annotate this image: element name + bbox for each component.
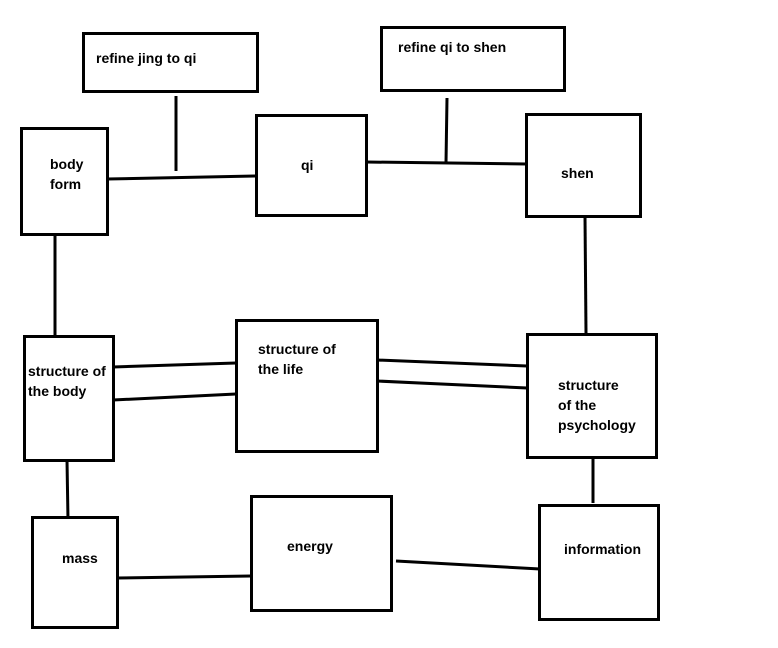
line-life-psych-upper: [376, 358, 528, 368]
line-structurebody-life-upper: [112, 361, 237, 369]
label-structure-of-the-life: structure of the life: [258, 341, 336, 377]
node-refine-qi-to-shen: [380, 26, 566, 92]
node-energy: [250, 495, 393, 612]
line-bodyform-qi: [106, 174, 257, 181]
node-structure-of-the-psychology: [526, 333, 658, 459]
line-shen-structurepsych: [583, 215, 588, 334]
node-body-form: [20, 127, 109, 236]
line-energy-information: [395, 559, 541, 571]
label-energy: energy: [287, 538, 333, 554]
label-refine-qi-to-shen: refine qi to shen: [398, 39, 507, 55]
line-structurebody-mass: [65, 459, 70, 521]
node-qi: [255, 114, 368, 217]
label-body-form: body form: [50, 156, 84, 192]
node-information: [538, 504, 660, 621]
label-structure-of-the-psychology: structure of the psychology: [558, 377, 636, 433]
node-refine-jing-to-qi: [82, 32, 259, 93]
label-refine-jing-to-qi: refine jing to qi: [96, 50, 197, 66]
node-shen: [525, 113, 642, 218]
node-structure-of-the-body: [23, 335, 115, 462]
line-life-psych-lower: [376, 379, 528, 390]
label-mass: mass: [62, 550, 98, 566]
label-shen: shen: [561, 165, 594, 181]
label-qi: qi: [301, 157, 314, 173]
node-structure-of-the-life: [235, 319, 379, 453]
node-mass: [31, 516, 119, 629]
label-structure-of-the-body: structure of the body: [28, 363, 106, 399]
label-information: information: [564, 541, 641, 557]
line-mass-energy: [116, 574, 252, 580]
line-refineqi-stem: [444, 97, 449, 164]
line-structurebody-life-lower: [112, 392, 237, 402]
